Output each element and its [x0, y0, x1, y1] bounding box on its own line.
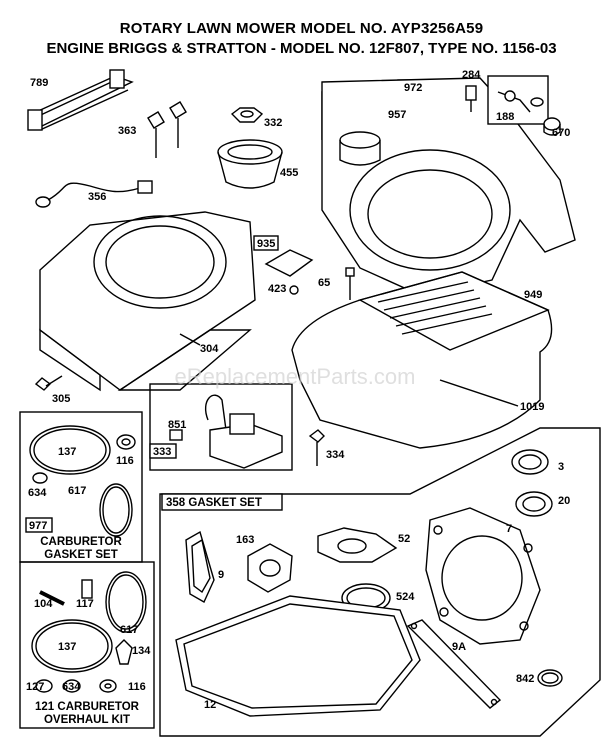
- part-label-789: 789: [30, 77, 48, 89]
- part-label-163: 163: [236, 534, 254, 546]
- part-52-gasket: [317, 527, 398, 563]
- part-356-ground-wire: [35, 180, 153, 208]
- part-label-423: 423: [268, 283, 286, 295]
- part-20-seal: [515, 491, 553, 517]
- part-label-333: 333: [153, 446, 171, 458]
- part-label-116-top: 116: [116, 455, 134, 467]
- part-label-137-top: 137: [58, 446, 76, 458]
- part-label-851: 851: [168, 419, 186, 431]
- part-label-634-bottom: 634: [62, 681, 81, 693]
- part-label-949: 949: [524, 289, 542, 301]
- part-label-127: 127: [26, 681, 44, 693]
- part-label-972: 972: [404, 82, 422, 94]
- part-label-3: 3: [558, 461, 564, 473]
- part-label-363: 363: [118, 125, 136, 137]
- part-blower-housing: [321, 77, 576, 296]
- part-label-334: 334: [326, 449, 345, 461]
- part-label-304: 304: [200, 343, 219, 355]
- kit-label-carb-gasket-2: GASKET SET: [44, 549, 117, 561]
- part-label-9: 9: [218, 569, 224, 581]
- part-117-spring: [81, 579, 93, 599]
- part-label-137-bottom: 137: [58, 641, 76, 653]
- part-label-617-bottom: 617: [120, 624, 138, 636]
- part-label-957: 957: [388, 109, 406, 121]
- part-9-gasket: [185, 530, 215, 603]
- kit-label-overhaul-2: OVERHAUL KIT: [44, 714, 130, 726]
- part-label-524: 524: [396, 591, 415, 603]
- part-116-ring-top: [116, 434, 136, 450]
- box-935: [253, 235, 279, 251]
- part-label-977: 977: [29, 520, 47, 532]
- part-617-oring-top: [99, 483, 133, 537]
- part-label-188: 188: [496, 111, 514, 123]
- part-134-needle: [115, 639, 133, 665]
- part-617-oring-bottom: [105, 571, 147, 633]
- box-977: [25, 517, 53, 533]
- part-116-ring-bottom: [99, 679, 117, 693]
- part-284-bolt: [465, 85, 477, 112]
- box-gasket-set-header: [161, 493, 283, 511]
- part-949-cover: [291, 271, 553, 449]
- part-670-bushing: [543, 117, 561, 136]
- diagram-title: ROTARY LAWN MOWER MODEL NO. AYP3256A59: [119, 20, 484, 37]
- part-423-bracket: [264, 249, 314, 295]
- part-label-617-top: 617: [68, 485, 86, 497]
- part-label-134: 134: [132, 645, 151, 657]
- part-127-washer: [35, 679, 53, 693]
- part-label-356: 356: [88, 191, 106, 203]
- part-label-670: 670: [552, 127, 570, 139]
- part-163-gasket: [247, 543, 293, 593]
- box-333: [149, 443, 177, 459]
- box-ignition-module: [149, 383, 293, 471]
- part-label-1019: 1019: [520, 401, 544, 413]
- kit-label-gasket-set: 358 GASKET SET: [166, 497, 262, 509]
- part-7-head-gasket: [425, 507, 541, 645]
- part-label-9A: 9A: [452, 641, 466, 653]
- part-label-117: 117: [76, 598, 94, 610]
- part-label-332: 332: [264, 117, 282, 129]
- part-789-wire-harness: [27, 69, 134, 131]
- part-label-116-bottom: 116: [128, 681, 146, 693]
- diagram-subtitle: ENGINE BRIGGS & STRATTON - MODEL NO. 12F…: [46, 40, 557, 57]
- part-label-284: 284: [462, 69, 481, 81]
- part-455-cup: [217, 139, 283, 189]
- part-634-washer-top: [32, 472, 48, 484]
- part-363-studs: [147, 101, 187, 158]
- part-305-screw: [34, 375, 63, 391]
- kit-label-overhaul-1: 121 CARBURETOR: [35, 701, 140, 713]
- part-label-65: 65: [318, 277, 330, 289]
- part-842-ring: [537, 669, 563, 687]
- part-12-base-gasket: [175, 595, 421, 717]
- part-137-gasket-bottom: [31, 619, 113, 673]
- part-label-104: 104: [34, 598, 53, 610]
- part-label-842: 842: [516, 673, 534, 685]
- box-carburetor-overhaul-kit: [19, 561, 155, 729]
- part-9A-gasket: [406, 619, 502, 709]
- kit-label-carb-gasket-1: CARBURETOR: [40, 536, 122, 548]
- part-188-pin: [497, 90, 544, 113]
- part-304-shroud: [39, 211, 256, 392]
- box-gasket-set-358: [159, 427, 601, 737]
- part-label-12: 12: [204, 699, 216, 711]
- part-332-nut: [230, 107, 264, 123]
- part-634-washer-bottom: [63, 679, 81, 693]
- watermark-text: eReplacementParts.com: [175, 364, 416, 389]
- part-label-634-top: 634: [28, 487, 47, 499]
- part-851-plug: [169, 429, 183, 441]
- part-label-305: 305: [52, 393, 70, 405]
- part-label-7: 7: [506, 523, 512, 535]
- part-333-ignition-module: [204, 394, 283, 469]
- part-137-gasket-top: [29, 425, 111, 475]
- part-104-pin: [39, 590, 65, 606]
- part-65-screw: [345, 267, 355, 300]
- part-label-52: 52: [398, 533, 410, 545]
- part-label-455: 455: [280, 167, 298, 179]
- part-3-seal: [511, 449, 549, 475]
- part-334-bolt: [308, 429, 325, 466]
- part-label-935: 935: [257, 238, 275, 250]
- part-label-20: 20: [558, 495, 570, 507]
